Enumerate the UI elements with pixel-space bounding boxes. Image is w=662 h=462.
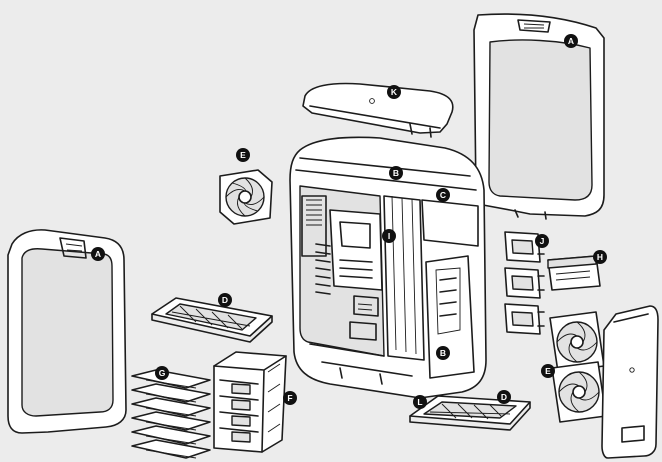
callout-label: G <box>159 368 166 378</box>
dust-filter-left <box>151 297 273 343</box>
front-panel <box>601 305 659 459</box>
callout-d-left: D <box>218 293 232 307</box>
callout-e-right: E <box>541 364 555 378</box>
callout-label: L <box>417 397 422 407</box>
fans-right <box>549 311 607 423</box>
drive-trays <box>504 231 545 335</box>
callout-l: L <box>413 395 427 409</box>
main-chassis <box>289 136 487 399</box>
callout-b-bottom: B <box>436 346 450 360</box>
dust-filter-bottom <box>409 395 531 431</box>
callout-label: C <box>440 190 446 200</box>
callout-d-bottom: D <box>497 390 511 404</box>
drive-cage <box>213 351 287 453</box>
callout-label: A <box>95 249 101 259</box>
callout-label: F <box>287 393 292 403</box>
top-cover <box>302 82 454 138</box>
callout-label: A <box>568 36 574 46</box>
callout-j: J <box>535 234 549 248</box>
callout-k: K <box>387 85 401 99</box>
callout-label: K <box>391 87 398 97</box>
callout-b-top: B <box>389 166 403 180</box>
side-panel-top-right <box>473 13 605 220</box>
fan-top-left <box>219 169 273 225</box>
callout-label: J <box>540 236 545 246</box>
callout-label: B <box>393 168 399 178</box>
callout-label: B <box>440 348 446 358</box>
callout-a-top: A <box>564 34 578 48</box>
callout-label: E <box>545 366 551 376</box>
callout-f: F <box>283 391 297 405</box>
callout-label: D <box>222 295 228 305</box>
callout-label: H <box>597 252 603 262</box>
callout-i: I <box>382 229 396 243</box>
side-panel-left <box>7 229 127 434</box>
callout-g: G <box>155 366 169 380</box>
callout-label: D <box>501 392 507 402</box>
callout-label: I <box>388 231 390 241</box>
callout-h: H <box>593 250 607 264</box>
drive-tray-stack <box>131 369 211 459</box>
callout-a-left: A <box>91 247 105 261</box>
ssd-bracket <box>547 255 601 291</box>
callout-c: C <box>436 188 450 202</box>
callout-label: E <box>240 150 246 160</box>
callout-e-top: E <box>236 148 250 162</box>
